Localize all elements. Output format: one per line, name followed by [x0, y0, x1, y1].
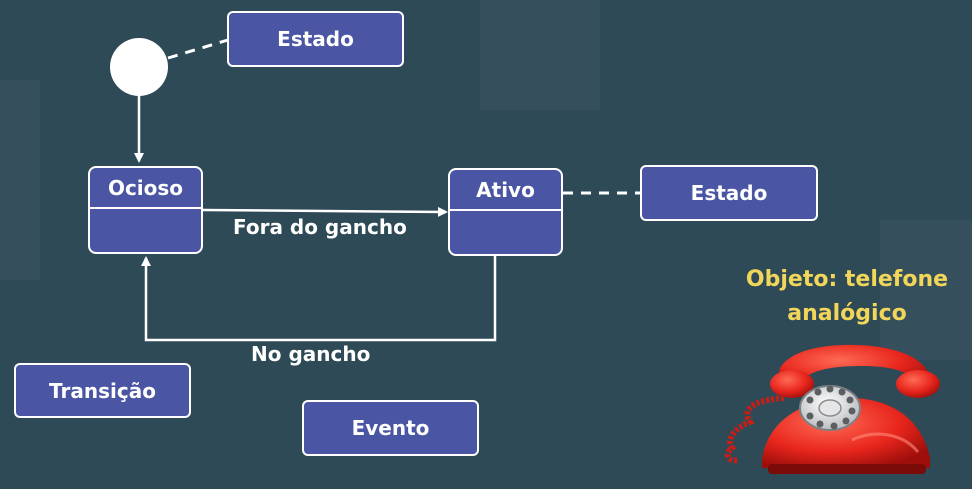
dashed-link-top: [167, 38, 229, 60]
legend-event: Evento: [302, 400, 479, 456]
legend-state-right-label: Estado: [690, 181, 768, 205]
state-idle-name: Ocioso: [90, 168, 201, 209]
transition-label-on-hook: No gancho: [251, 342, 371, 366]
object-label: Objeto: telefone analógico: [727, 263, 967, 331]
state-idle: Ocioso: [88, 166, 203, 254]
telephone-icon: [724, 344, 940, 474]
transition-label-off-hook: Fora do gancho: [233, 215, 407, 239]
legend-state-right: Estado: [640, 165, 818, 221]
state-active: Ativo: [448, 168, 563, 256]
legend-transition-label: Transição: [49, 378, 156, 403]
legend-state-top-label: Estado: [277, 27, 354, 51]
object-label-line2: analógico: [787, 301, 907, 326]
initial-state-node: [110, 38, 168, 96]
legend-event-label: Evento: [351, 416, 430, 440]
on-hook-arrow: [141, 256, 497, 342]
legend-state-top: Estado: [227, 11, 404, 67]
object-label-line1: Objeto: telefone: [745, 267, 949, 292]
legend-transition: Transição: [14, 363, 191, 418]
state-active-name: Ativo: [450, 170, 561, 211]
off-hook-arrow: [202, 206, 448, 217]
